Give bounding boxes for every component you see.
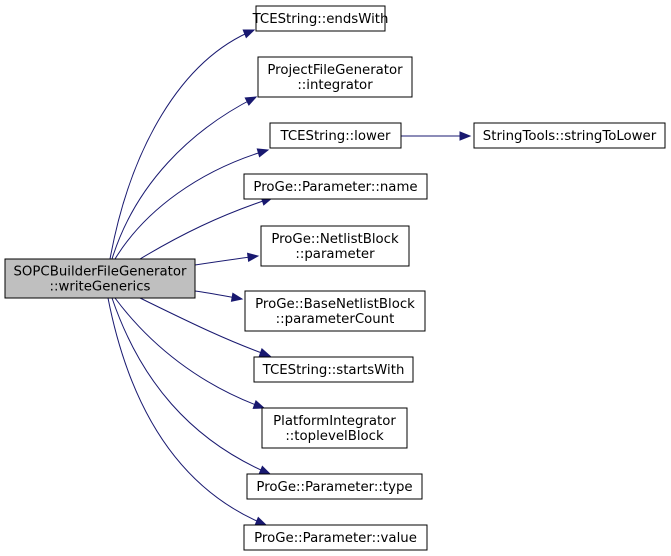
edge-line: [139, 197, 273, 260]
edge-root-to-lower: [114, 148, 270, 260]
edges-layer: [107, 29, 472, 526]
edge-root-to-startsWith: [139, 297, 272, 357]
node-label-line: SOPCBuilderFileGenerator: [13, 265, 187, 280]
node-label-line: ::parameter: [295, 247, 375, 262]
node-label-line: ProGe::NetlistBlock: [271, 232, 399, 247]
node-label-line: ProGe::Parameter::type: [256, 480, 412, 495]
node-label-line: TCEString::endsWith: [252, 12, 389, 27]
node-box: [246, 473, 423, 500]
edge-root-to-parameter: [194, 252, 260, 266]
node-box: [473, 122, 666, 149]
nodes-layer: SOPCBuilderFileGenerator::writeGenericsT…: [4, 5, 666, 551]
node-box: [4, 258, 196, 299]
node-integrator[interactable]: ProjectFileGenerator::integrator: [257, 56, 413, 98]
node-label-line: TCEString::startsWith: [262, 363, 405, 378]
edge-line: [114, 149, 269, 260]
edge-root-to-toplevelBlock: [114, 297, 266, 409]
edge-arrowhead: [258, 465, 272, 475]
node-label-line: ProjectFileGenerator: [267, 63, 403, 78]
node-stringToLower[interactable]: StringTools::stringToLower: [473, 122, 666, 149]
node-label-line: StringTools::stringToLower: [483, 129, 657, 144]
edge-arrowhead: [459, 131, 472, 141]
node-label-line: PlatformIntegrator: [273, 414, 396, 429]
node-box: [243, 524, 428, 551]
root-node[interactable]: SOPCBuilderFileGenerator::writeGenerics: [4, 258, 196, 299]
edge-root-to-parameterCount: [194, 290, 244, 302]
node-label-line: ProGe::Parameter::name: [253, 180, 417, 195]
node-box: [253, 356, 414, 383]
node-label-line: ::toplevelBlock: [285, 429, 384, 444]
node-param-type[interactable]: ProGe::Parameter::type: [246, 473, 423, 500]
edge-arrowhead: [258, 348, 272, 357]
node-label-line: ::integrator: [297, 78, 373, 93]
node-box: [244, 290, 426, 332]
edge-arrowhead: [252, 399, 266, 409]
edge-arrowhead: [230, 292, 244, 302]
node-box: [257, 56, 413, 98]
edge-line: [109, 29, 255, 260]
node-label-line: TCEString::lower: [279, 129, 391, 144]
edge-root-to-param-value: [107, 297, 268, 526]
node-label-line: ProGe::Parameter::value: [254, 531, 417, 546]
edge-line: [111, 297, 271, 475]
node-box: [243, 173, 428, 200]
node-endsWith[interactable]: TCEString::endsWith: [252, 5, 389, 32]
edge-line: [139, 297, 271, 357]
node-parameter[interactable]: ProGe::NetlistBlock::parameter: [260, 225, 410, 267]
edge-root-to-endsWith: [109, 29, 256, 260]
node-startsWith[interactable]: TCEString::startsWith: [253, 356, 414, 383]
node-label-line: ::writeGenerics: [50, 280, 151, 295]
edge-arrowhead: [244, 96, 258, 106]
node-param-name[interactable]: ProGe::Parameter::name: [243, 173, 428, 200]
node-box: [260, 225, 410, 267]
node-lower[interactable]: TCEString::lower: [269, 122, 402, 149]
edge-line: [107, 297, 267, 526]
edge-line: [114, 297, 265, 409]
node-parameterCount[interactable]: ProGe::BaseNetlistBlock::parameterCount: [244, 290, 426, 332]
edge-arrowhead: [242, 29, 256, 39]
edge-lower-to-stringToLower: [401, 131, 472, 141]
node-label-line: ProGe::BaseNetlistBlock: [255, 297, 415, 312]
edge-root-to-param-name: [139, 196, 274, 260]
node-label-line: ::parameterCount: [276, 312, 395, 327]
edge-line: [111, 96, 257, 260]
node-toplevelBlock[interactable]: PlatformIntegrator::toplevelBlock: [261, 407, 408, 449]
edge-arrowhead: [246, 252, 260, 263]
node-box: [261, 407, 408, 449]
node-param-value[interactable]: ProGe::Parameter::value: [243, 524, 428, 551]
node-box: [255, 5, 386, 32]
node-box: [269, 122, 402, 149]
edge-arrowhead: [254, 516, 268, 526]
edge-arrowhead: [256, 148, 270, 158]
edge-root-to-integrator: [111, 96, 258, 260]
